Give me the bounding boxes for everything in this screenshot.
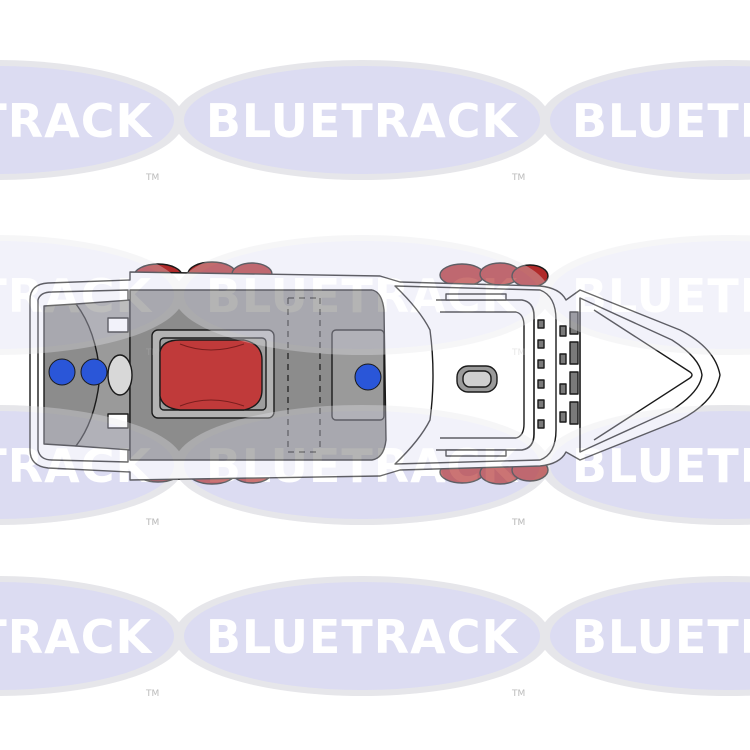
watermark-brand-text: BLUETRACK	[572, 269, 750, 323]
marker-rear-left	[48, 358, 76, 386]
watermark-brand-text: BLUETRACK	[206, 269, 520, 323]
deck-cleats	[107, 317, 129, 429]
marker-rear-right	[80, 358, 108, 386]
watermark-trademark: TM	[511, 689, 525, 699]
watermark-trademark: TM	[145, 348, 159, 358]
watermark-ellipse	[550, 582, 750, 690]
watermark-tile: BLUETRACK TM	[174, 60, 550, 183]
watermark-brand-text: BLUETRACK	[572, 610, 750, 664]
rear-hub	[107, 354, 133, 396]
seat	[159, 339, 263, 411]
watermark-brand-text: BLUETRACK	[206, 94, 520, 148]
handlebar-grip-top	[445, 293, 507, 301]
console-vents	[537, 319, 545, 429]
console-display-inner	[462, 370, 492, 388]
watermark-ring	[174, 235, 550, 355]
watermark-trademark: TM	[511, 518, 525, 528]
watermark-ellipse	[0, 411, 174, 519]
watermark-brand-text: BLUETRACK	[572, 94, 750, 148]
markers	[48, 358, 382, 391]
watermark-ellipse	[184, 582, 540, 690]
bow-vents	[559, 311, 579, 425]
watermark-ellipse	[184, 66, 540, 174]
watermark-ring	[174, 405, 550, 525]
bow-panel	[579, 297, 703, 453]
watermark-trademark: TM	[511, 348, 525, 358]
watermark-trademark: TM	[511, 518, 525, 528]
seat-highlight	[179, 343, 245, 407]
watermark-ring	[0, 235, 184, 355]
watermark-tile: BLUETRACK TM	[174, 576, 550, 699]
watermark-brand-text: BLUETRACK	[0, 610, 154, 664]
watermark-brand-text: BLUETRACK	[0, 269, 154, 323]
watermark-ellipse	[0, 582, 174, 690]
watermark-trademark: TM	[145, 518, 159, 528]
watermark-tile: BLUETRACK TM	[0, 576, 184, 699]
watermark-trademark: TM	[511, 173, 525, 183]
watermark-trademark: TM	[145, 518, 159, 528]
watermark-ellipse	[550, 411, 750, 519]
watermark-overlay: BLUETRACK TM BLUETRACK TM BLUETRACK TM BLUETRA…	[0, 235, 750, 528]
storage-hatch	[287, 297, 321, 453]
watermark-ellipse	[550, 66, 750, 174]
watermark-brand-text: BLUETRACK	[0, 439, 154, 493]
watermark-tile: BLUETRACK TM	[174, 405, 550, 528]
handlebar-grip-bottom	[445, 449, 507, 457]
watermark-brand-text: BLUETRACK	[206, 610, 520, 664]
watermark-tile: BLUETRACK TM	[0, 60, 184, 183]
watermark-ring	[540, 235, 750, 355]
watermark-tile: BLUETRACK TM	[174, 235, 550, 358]
watermark-ellipse	[0, 66, 174, 174]
watermark-ellipse	[0, 241, 174, 349]
watermark-brand-text: BLUETRACK	[572, 439, 750, 493]
watermark-tile: BLUETRACK TM	[0, 235, 184, 358]
watermark-brand-text: BLUETRACK	[0, 94, 154, 148]
watermark-ellipse	[550, 241, 750, 349]
marker-front	[354, 363, 382, 391]
watermark-brand-text: BLUETRACK	[206, 439, 520, 493]
watermark-trademark: TM	[145, 173, 159, 183]
watermark-ellipse	[184, 241, 540, 349]
watermark-ring	[540, 405, 750, 525]
watermark-tile: BLUETRACK TM	[0, 405, 184, 528]
watermark-ring	[0, 405, 184, 525]
bow-inner-line	[593, 309, 693, 441]
handlebar-frame	[436, 299, 535, 451]
watermark-trademark: TM	[145, 689, 159, 699]
watermark-ellipse	[184, 411, 540, 519]
handlebar-frame-inner	[440, 311, 525, 439]
